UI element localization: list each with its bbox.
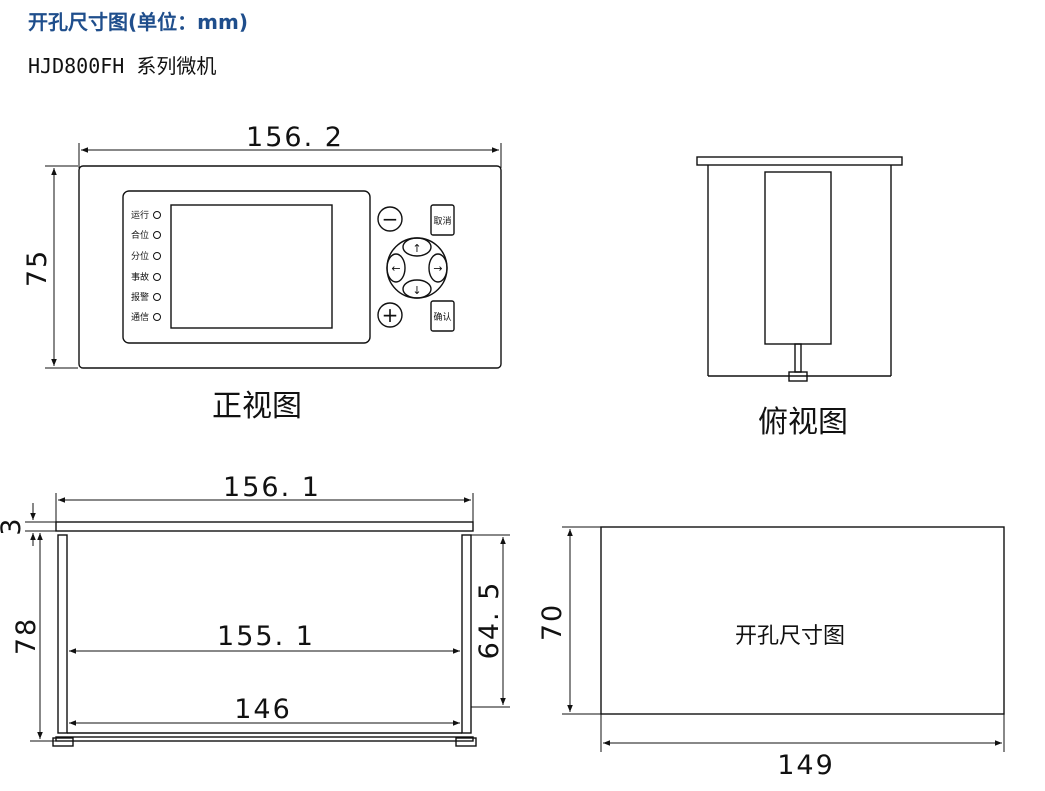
arrow-down-icon: ↓ (412, 284, 421, 297)
indicator-led (153, 313, 161, 321)
top-view-terminal (788, 371, 808, 382)
side-right-wall (461, 534, 472, 734)
front-width-dim: 156. 2 (246, 122, 344, 153)
side-foot-right (455, 737, 477, 747)
left-key[interactable] (386, 253, 406, 283)
side-foot-left (52, 737, 74, 747)
front-bezel (122, 190, 371, 344)
side-height-dim: 78 (11, 617, 42, 655)
indicator-label: 事故 (131, 271, 149, 283)
base-width-dim: 146 (234, 694, 292, 725)
side-left-wall (57, 534, 68, 734)
confirm-button-outline[interactable] (430, 300, 455, 332)
plus-button[interactable]: + (377, 302, 403, 328)
indicator-list: 运行 合位 分位 事故 报警 通信 (131, 209, 161, 323)
top-view-stem (794, 343, 802, 373)
cutout-width-dim: 149 (777, 750, 835, 781)
side-flange (55, 521, 474, 532)
top-view-caption: 俯视图 (758, 405, 848, 440)
inner-height-dim: 64. 5 (474, 581, 505, 660)
indicator-led (153, 231, 161, 239)
cancel-button-outline[interactable] (430, 204, 455, 236)
direction-pad[interactable]: ↑ ↓ ← → (386, 237, 448, 299)
plus-icon: + (382, 303, 399, 327)
indicator-led (153, 293, 161, 301)
indicator-label: 通信 (131, 311, 149, 323)
indicator-led (153, 252, 161, 260)
front-view: 156. 2 75 运行 合位 分位 事故 报警 通信 (22, 122, 502, 424)
minus-button[interactable]: − (377, 206, 403, 232)
indicator-label: 合位 (131, 229, 149, 241)
cutout-height-dim: 70 (537, 603, 568, 641)
plus-button-outline[interactable] (377, 302, 403, 328)
lcd-screen (170, 204, 333, 329)
confirm-button[interactable]: 确认 (430, 300, 455, 332)
cancel-button-label: 取消 (433, 215, 451, 227)
confirm-button-label: 确认 (433, 311, 451, 323)
top-view-flange (696, 156, 903, 166)
minus-icon: − (382, 207, 399, 231)
arrow-left-icon: ← (391, 262, 400, 275)
arrow-right-icon: → (433, 262, 442, 275)
page-title: 开孔尺寸图(单位：mm) (28, 10, 248, 34)
indicator-led (153, 273, 161, 281)
arrow-up-icon: ↑ (412, 242, 421, 255)
down-key[interactable] (402, 279, 432, 299)
side-width-dim: 156. 1 (223, 472, 321, 503)
indicator-label: 报警 (131, 291, 149, 303)
product-series: HJD800FH 系列微机 (28, 54, 217, 78)
flange-thickness-dim: 3 (0, 516, 27, 535)
right-key[interactable] (428, 253, 448, 283)
front-height-dim: 75 (22, 249, 53, 287)
cutout-drawing: 开孔尺寸图 70 149 (537, 526, 1005, 781)
cutout-rectangle (600, 526, 1005, 715)
front-view-caption: 正视图 (212, 389, 302, 424)
inner-width-dim: 155. 1 (217, 621, 315, 652)
front-panel-outline (78, 165, 502, 369)
top-view: 俯视图 (696, 156, 903, 440)
indicator-label: 运行 (131, 209, 149, 221)
indicator-led (153, 211, 161, 219)
side-base-plate (55, 736, 474, 742)
minus-button-outline[interactable] (377, 206, 403, 232)
cancel-button[interactable]: 取消 (430, 204, 455, 236)
top-view-inner-module (764, 171, 832, 345)
side-view: 156. 1 3 78 155. 1 146 64. 5 (0, 472, 510, 747)
cutout-label: 开孔尺寸图 (735, 624, 845, 649)
indicator-label: 分位 (131, 250, 149, 262)
up-key[interactable] (402, 237, 432, 257)
